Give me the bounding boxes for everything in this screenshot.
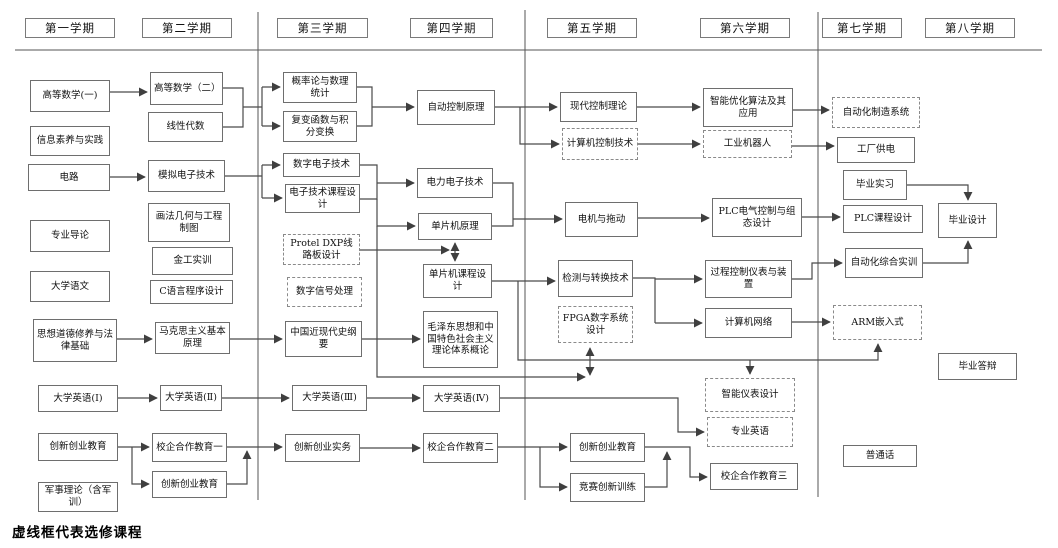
course-detection-conversion: 检测与转换技术 <box>558 260 633 297</box>
course-marxism: 马克思主义基本原理 <box>155 322 230 354</box>
course-school-enterprise-1: 校企合作教育一 <box>152 433 227 462</box>
semester-header-2: 第二学期 <box>142 18 232 38</box>
course-school-enterprise-3: 校企合作教育三 <box>710 463 798 490</box>
semester-header-3: 第三学期 <box>277 18 368 38</box>
course-english-3: 大学英语(Ⅲ) <box>292 385 367 411</box>
course-military-theory: 军事理论（含军训） <box>38 482 118 512</box>
course-process-control: 过程控制仪表与装置 <box>705 260 792 298</box>
course-computer-network: 计算机网络 <box>705 308 792 338</box>
course-professional-english: 专业英语 <box>707 417 793 447</box>
legend-note: 虚线框代表选修课程 <box>12 525 143 541</box>
course-english-2: 大学英语(Ⅱ) <box>160 385 222 411</box>
course-factory-power: 工厂供电 <box>837 137 915 163</box>
course-industrial-robot: 工业机器人 <box>703 130 792 158</box>
course-innovation-edu-2: 创新创业教育 <box>152 471 227 498</box>
course-dsp: 数字信号处理 <box>287 277 362 307</box>
course-modern-history: 中国近现代史纲要 <box>285 321 362 357</box>
course-automation-training: 自动化综合实训 <box>845 248 923 278</box>
course-school-enterprise-2: 校企合作教育二 <box>423 433 498 463</box>
course-graduation-design: 毕业设计 <box>938 203 997 238</box>
course-complex-functions: 复变函数与积分变换 <box>283 111 357 142</box>
course-english-1: 大学英语(Ⅰ) <box>38 385 118 412</box>
course-intelligent-instrument: 智能仪表设计 <box>705 378 795 412</box>
semester-header-1: 第一学期 <box>25 18 115 38</box>
course-innovation-edu-1: 创新创业教育 <box>38 433 118 461</box>
semester-header-6: 第六学期 <box>700 18 790 38</box>
course-automated-manufacturing: 自动化制造系统 <box>832 97 920 128</box>
course-major-intro: 专业导论 <box>30 220 110 252</box>
course-fpga-design: FPGA数字系统设计 <box>558 306 633 343</box>
course-graduation-defense: 毕业答辩 <box>938 353 1017 380</box>
course-college-chinese: 大学语文 <box>30 271 110 302</box>
course-innovation-edu-5: 创新创业教育 <box>570 433 645 462</box>
course-adv-math-1: 高等数学(一) <box>30 80 110 112</box>
course-plc-control: PLC电气控制与组态设计 <box>712 198 802 237</box>
semester-header-4: 第四学期 <box>410 18 493 38</box>
course-c-programming: C语言程序设计 <box>150 280 233 304</box>
course-electronics-course-design: 电子技术课程设计 <box>285 184 360 213</box>
course-competition-training: 竞赛创新训练 <box>570 473 645 502</box>
course-protel-dxp: Protel DXP线路板设计 <box>283 234 360 265</box>
semester-header-8: 第八学期 <box>925 18 1015 38</box>
course-modern-control: 现代控制理论 <box>560 92 637 122</box>
course-digital-electronics: 数字电子技术 <box>283 153 360 177</box>
course-mcu-principle: 单片机原理 <box>418 213 492 240</box>
course-intelligent-optimization: 智能优化算法及其应用 <box>703 88 793 127</box>
semester-header-7: 第七学期 <box>822 18 902 38</box>
course-mandarin: 普通话 <box>843 445 917 467</box>
course-auto-control: 自动控制原理 <box>417 90 495 125</box>
course-metalworking: 金工实训 <box>152 247 233 275</box>
course-motor-drive: 电机与拖动 <box>565 202 638 237</box>
course-innovation-practice: 创新创业实务 <box>285 434 360 462</box>
course-english-4: 大学英语(Ⅳ) <box>423 385 500 412</box>
course-moral-law: 思想道德修养与法律基础 <box>33 319 117 362</box>
course-computer-control: 计算机控制技术 <box>562 128 638 160</box>
course-arm-embedded: ARM嵌入式 <box>833 305 922 340</box>
course-circuits: 电路 <box>28 164 110 191</box>
course-mao-thought: 毛泽东思想和中国特色社会主义理论体系概论 <box>423 311 498 368</box>
course-descriptive-geometry: 画法几何与工程制图 <box>148 203 230 242</box>
course-plc-course-design: PLC课程设计 <box>843 205 923 233</box>
course-power-electronics: 电力电子技术 <box>417 168 493 198</box>
course-adv-math-2: 高等数学（二） <box>150 72 223 105</box>
course-info-literacy: 信息素养与实践 <box>30 126 110 156</box>
course-linear-algebra: 线性代数 <box>148 112 223 142</box>
course-probability: 概率论与数理统计 <box>283 72 357 103</box>
course-analog-electronics: 模拟电子技术 <box>148 160 225 192</box>
semester-header-5: 第五学期 <box>547 18 637 38</box>
course-graduation-internship: 毕业实习 <box>843 170 907 200</box>
course-mcu-course-design: 单片机课程设计 <box>423 264 492 298</box>
